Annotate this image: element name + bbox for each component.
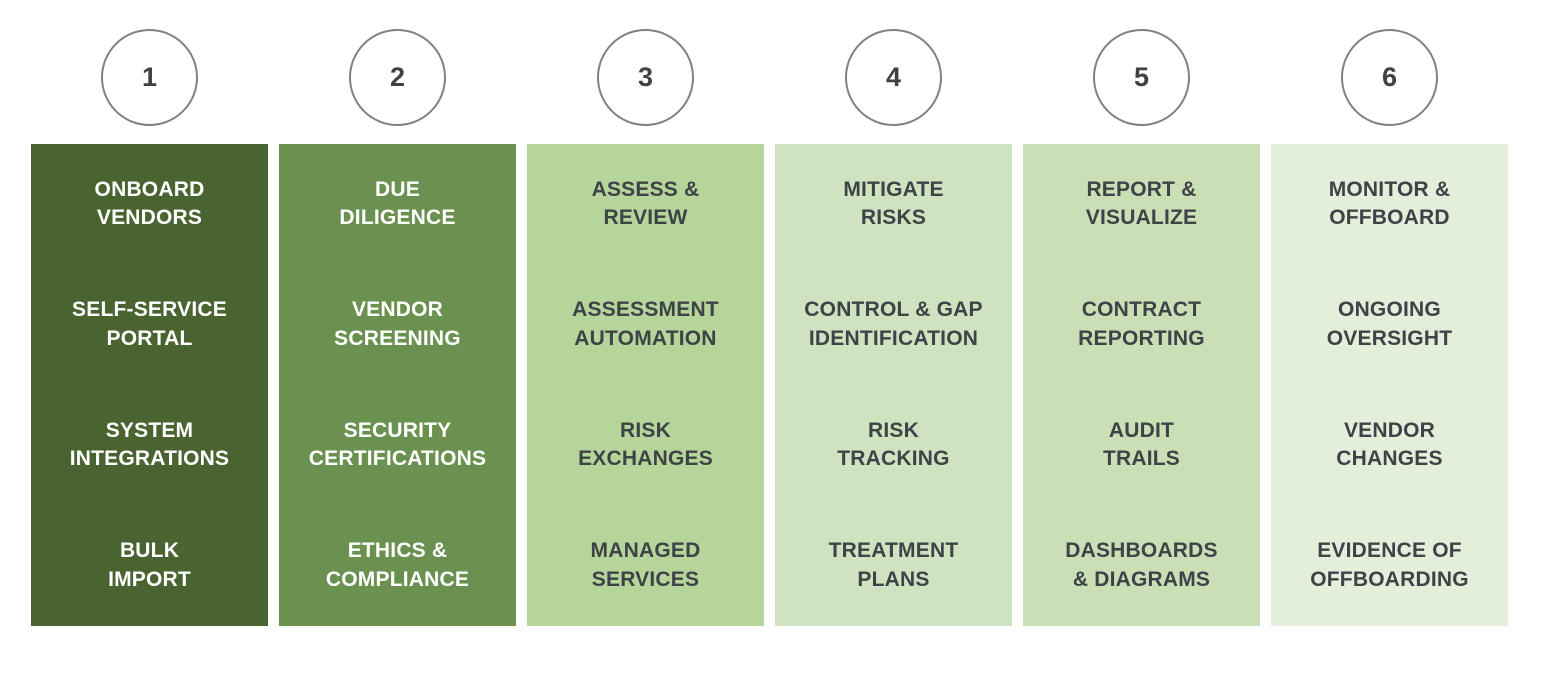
step-6-number: 6 xyxy=(1381,62,1398,92)
step-6-item-3: EVIDENCE OF OFFBOARDING xyxy=(1310,539,1469,591)
step-column-1: 1 ONBOARD VENDORS SELF-SERVICE PORTAL SY… xyxy=(31,29,268,626)
step-5-number: 5 xyxy=(1133,62,1150,92)
step-columns-row: 1 ONBOARD VENDORS SELF-SERVICE PORTAL SY… xyxy=(31,29,1508,626)
step-6-number-badge: 6 xyxy=(1341,29,1438,126)
step-3-number: 3 xyxy=(637,62,654,92)
step-1-item-1: SELF-SERVICE PORTAL xyxy=(72,298,227,350)
step-6-item-2: VENDOR CHANGES xyxy=(1336,418,1443,471)
step-3-heading: ASSESS & REVIEW xyxy=(591,177,700,230)
step-4-number-badge: 4 xyxy=(845,29,942,126)
step-4-number: 4 xyxy=(885,62,902,92)
step-3-number-badge: 3 xyxy=(597,29,694,126)
step-4-item-2: RISK TRACKING xyxy=(837,418,950,471)
step-3-block: ASSESS & REVIEW ASSESSMENT AUTOMATION RI… xyxy=(527,144,764,626)
step-3-item-3: MANAGED SERVICES xyxy=(590,539,701,591)
step-3-item-1: ASSESSMENT AUTOMATION xyxy=(572,298,719,350)
step-column-6: 6 MONITOR & OFFBOARD ONGOING OVERSIGHT V… xyxy=(1271,29,1508,626)
step-4-item-3: TREATMENT PLANS xyxy=(828,539,959,591)
step-5-block: REPORT & VISUALIZE CONTRACT REPORTING AU… xyxy=(1023,144,1260,626)
step-2-block: DUE DILIGENCE VENDOR SCREENING SECURITY … xyxy=(279,144,516,626)
step-2-item-2: SECURITY CERTIFICATIONS xyxy=(308,418,487,471)
step-1-number: 1 xyxy=(141,62,158,92)
step-column-2: 2 DUE DILIGENCE VENDOR SCREENING SECURIT… xyxy=(279,29,516,626)
step-4-block: MITIGATE RISKS CONTROL & GAP IDENTIFICAT… xyxy=(775,144,1012,626)
step-column-3: 3 ASSESS & REVIEW ASSESSMENT AUTOMATION … xyxy=(527,29,764,626)
step-2-number: 2 xyxy=(389,62,406,92)
step-4-item-1: CONTROL & GAP IDENTIFICATION xyxy=(804,298,983,350)
step-column-4: 4 MITIGATE RISKS CONTROL & GAP IDENTIFIC… xyxy=(775,29,1012,626)
step-5-item-2: AUDIT TRAILS xyxy=(1102,418,1181,471)
step-6-heading: MONITOR & OFFBOARD xyxy=(1328,177,1451,230)
step-5-item-1: CONTRACT REPORTING xyxy=(1078,298,1205,350)
step-4-heading: MITIGATE RISKS xyxy=(843,177,944,230)
step-2-number-badge: 2 xyxy=(349,29,446,126)
step-5-item-3: DASHBOARDS & DIAGRAMS xyxy=(1065,539,1218,591)
step-1-item-3: BULK IMPORT xyxy=(108,539,191,591)
step-2-heading: DUE DILIGENCE xyxy=(339,177,456,230)
step-column-5: 5 REPORT & VISUALIZE CONTRACT REPORTING … xyxy=(1023,29,1260,626)
step-1-number-badge: 1 xyxy=(101,29,198,126)
step-6-block: MONITOR & OFFBOARD ONGOING OVERSIGHT VEN… xyxy=(1271,144,1508,626)
step-5-heading: REPORT & VISUALIZE xyxy=(1085,177,1198,230)
step-6-item-1: ONGOING OVERSIGHT xyxy=(1326,298,1453,350)
step-1-block: ONBOARD VENDORS SELF-SERVICE PORTAL SYST… xyxy=(31,144,268,626)
step-1-item-2: SYSTEM INTEGRATIONS xyxy=(69,418,230,471)
step-2-item-1: VENDOR SCREENING xyxy=(334,298,461,350)
step-1-heading: ONBOARD VENDORS xyxy=(94,177,205,230)
step-3-item-2: RISK EXCHANGES xyxy=(578,418,713,471)
step-2-item-3: ETHICS & COMPLIANCE xyxy=(325,539,470,591)
step-5-number-badge: 5 xyxy=(1093,29,1190,126)
